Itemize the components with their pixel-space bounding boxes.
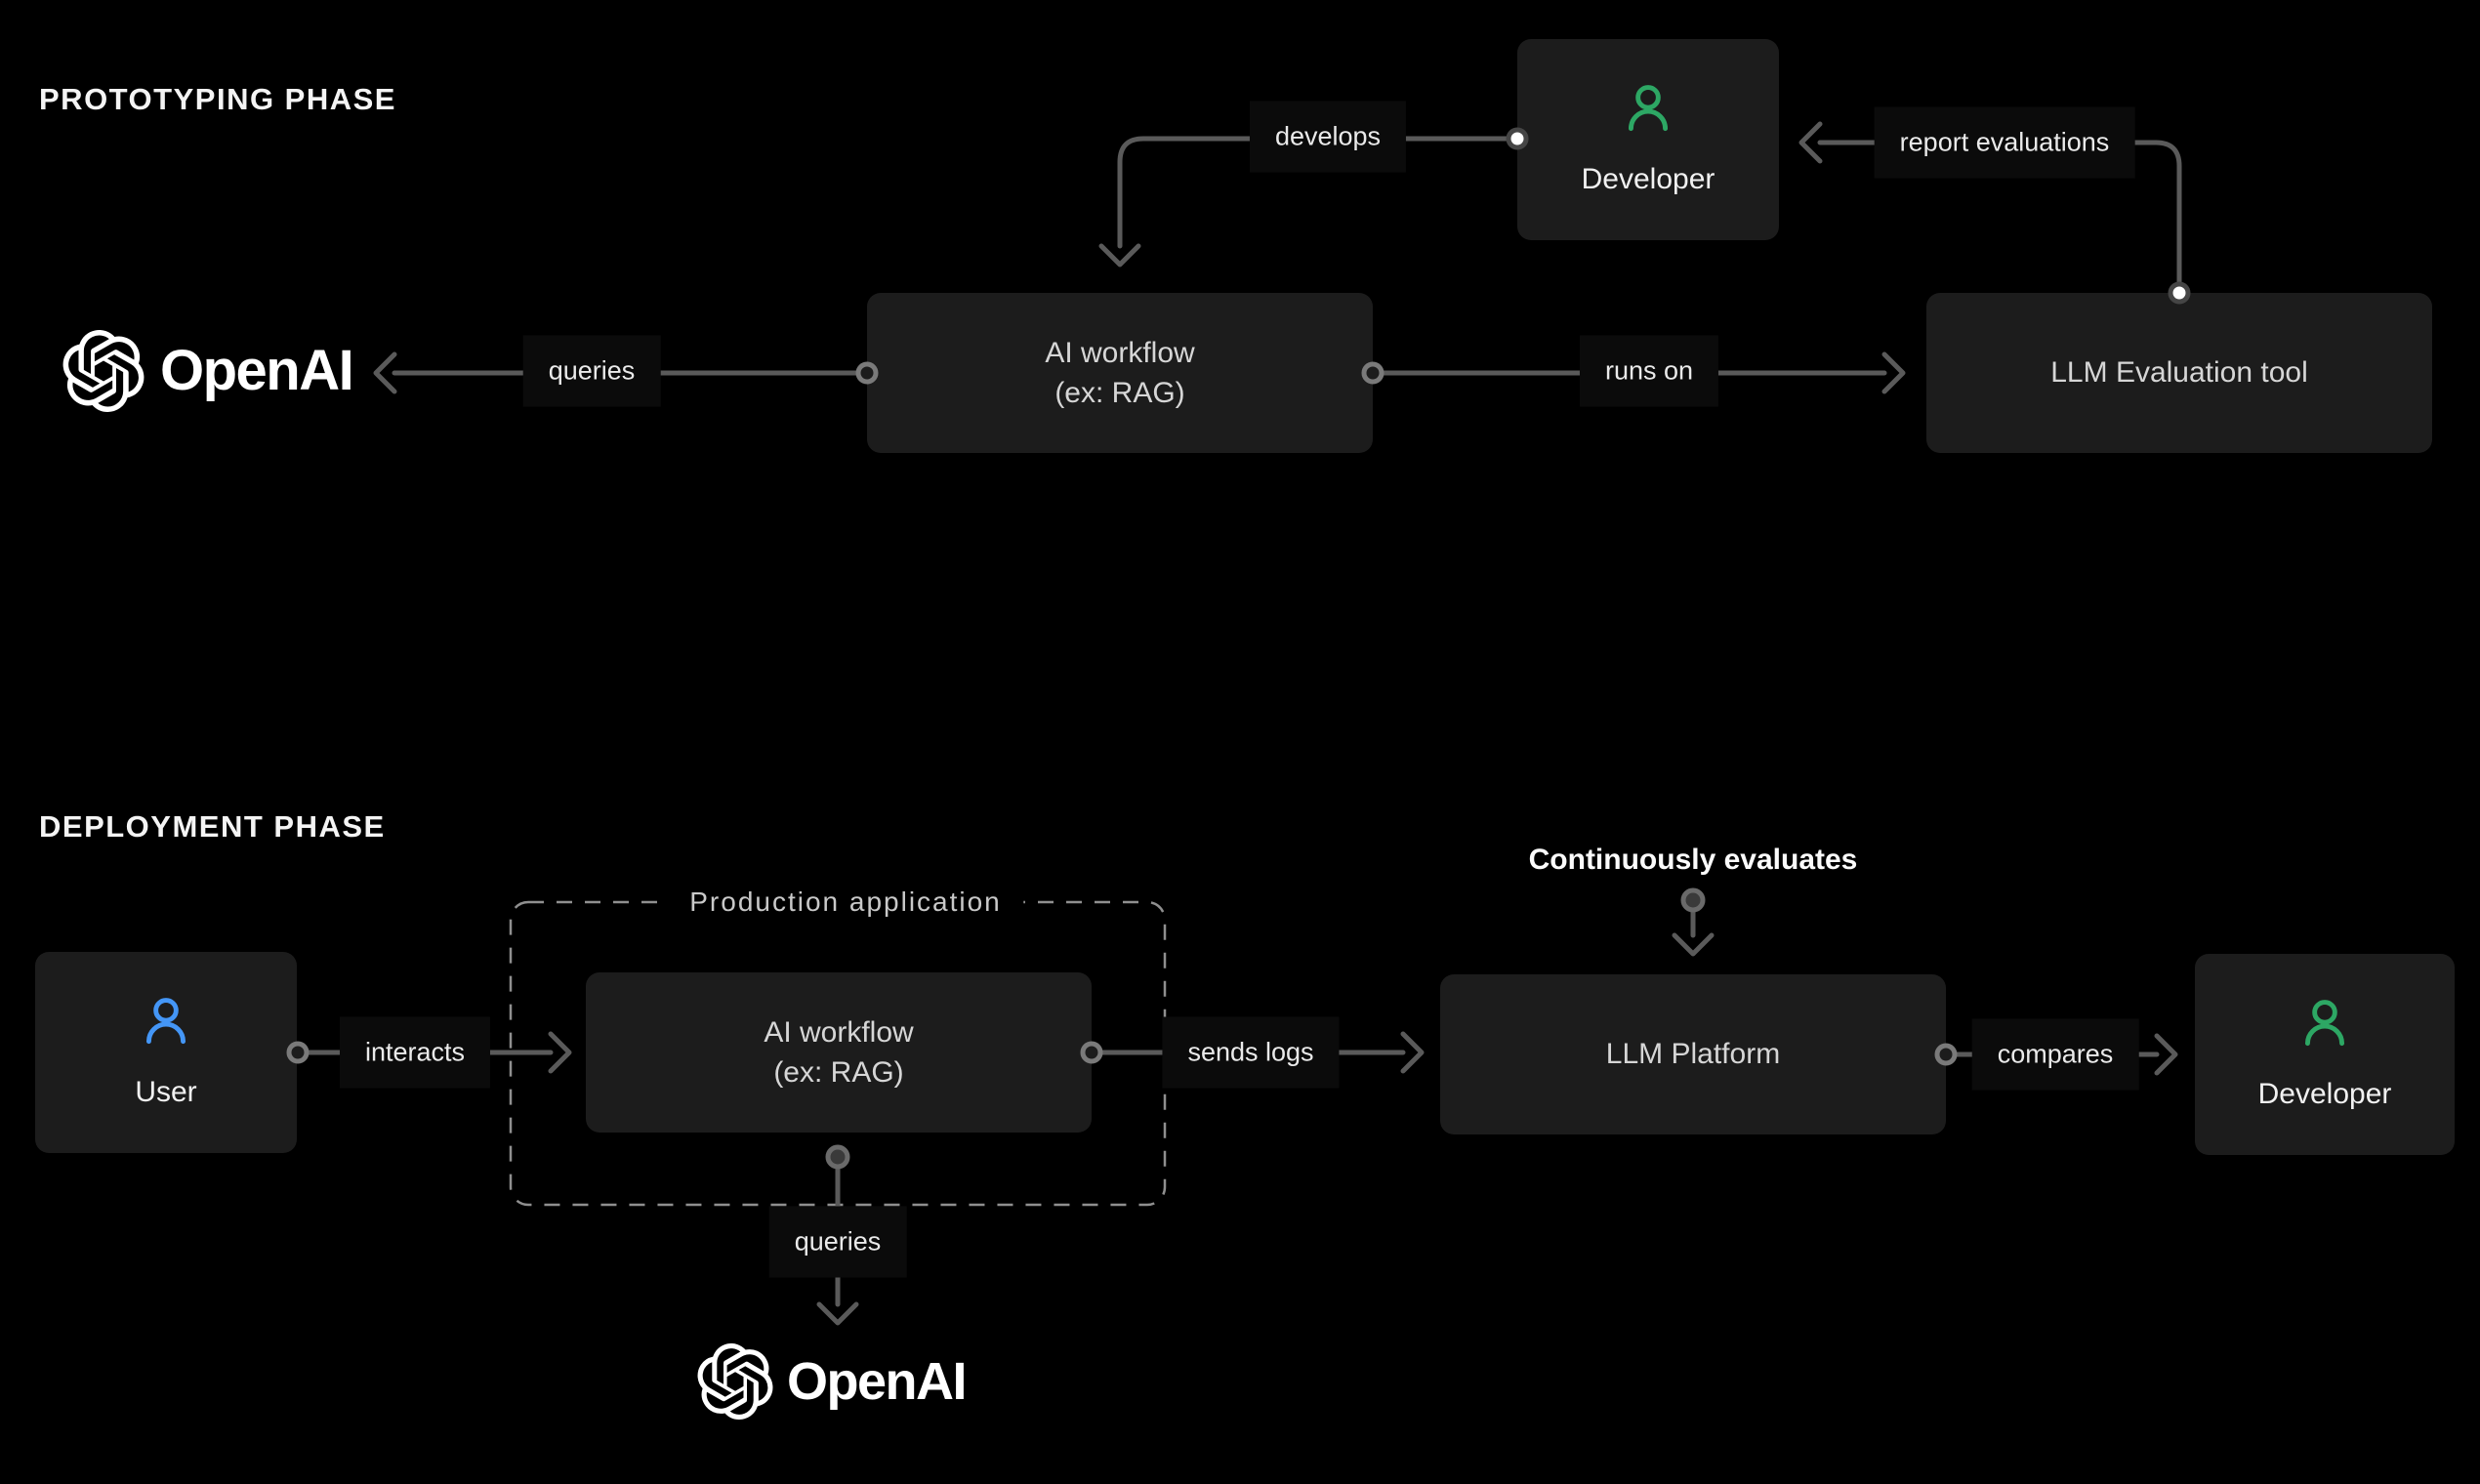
developer-node-prototyping: Developer: [1517, 39, 1779, 240]
ai-workflow-label-line1: AI workflow: [1045, 336, 1195, 369]
llm-platform-label: LLM Platform: [1605, 1038, 1781, 1071]
production-application-label: Production application: [668, 883, 1023, 922]
openai-logo-icon: [62, 330, 145, 412]
llm-platform-node: LLM Platform: [1440, 974, 1946, 1134]
openai-logo-top: OpenAI: [62, 330, 354, 412]
developer-icon: [1628, 85, 1669, 132]
edge-label-queries-top: queries: [522, 335, 661, 407]
edge-label-runs-on: runs on: [1579, 335, 1719, 407]
openai-logo-icon: [697, 1343, 773, 1420]
user-node-label: User: [135, 1076, 197, 1109]
edge-label-interacts: interacts: [339, 1016, 491, 1089]
edge-label-develops: develops: [1249, 101, 1407, 173]
edge-label-sends-logs: sends logs: [1162, 1016, 1340, 1089]
prototyping-phase-title: PROTOTYPING PHASE: [39, 82, 396, 116]
developer-node-label: Developer: [1581, 163, 1715, 196]
ai-workflow-label-line2: (ex: RAG): [1054, 377, 1185, 409]
llm-evaluation-tool-node: LLM Evaluation tool: [1926, 293, 2432, 453]
ai-workflow-label-line1: AI workflow: [764, 1015, 914, 1049]
llm-evaluation-tool-label: LLM Evaluation tool: [2050, 356, 2308, 390]
edge-label-compares: compares: [1971, 1018, 2139, 1091]
user-node: User: [35, 952, 297, 1153]
ai-workflow-node-prototyping: AI workflow (ex: RAG): [867, 293, 1373, 453]
openai-wordmark: OpenAI: [787, 1352, 968, 1411]
continuously-evaluates-label: Continuously evaluates: [1528, 844, 1858, 876]
deployment-phase-title: DEPLOYMENT PHASE: [39, 809, 386, 844]
openai-wordmark: OpenAI: [160, 339, 354, 402]
ai-workflow-node-deployment: AI workflow (ex: RAG): [586, 972, 1092, 1133]
user-icon: [145, 998, 186, 1045]
edge-label-queries-bottom: queries: [768, 1206, 907, 1278]
developer-node-label: Developer: [2257, 1078, 2392, 1111]
developer-node-deployment: Developer: [2195, 954, 2455, 1155]
openai-logo-bottom: OpenAI: [697, 1343, 968, 1420]
developer-icon: [2304, 1000, 2345, 1047]
edge-label-report-evaluations: report evaluations: [1874, 106, 2135, 179]
ai-workflow-label-line2: (ex: RAG): [773, 1056, 904, 1089]
